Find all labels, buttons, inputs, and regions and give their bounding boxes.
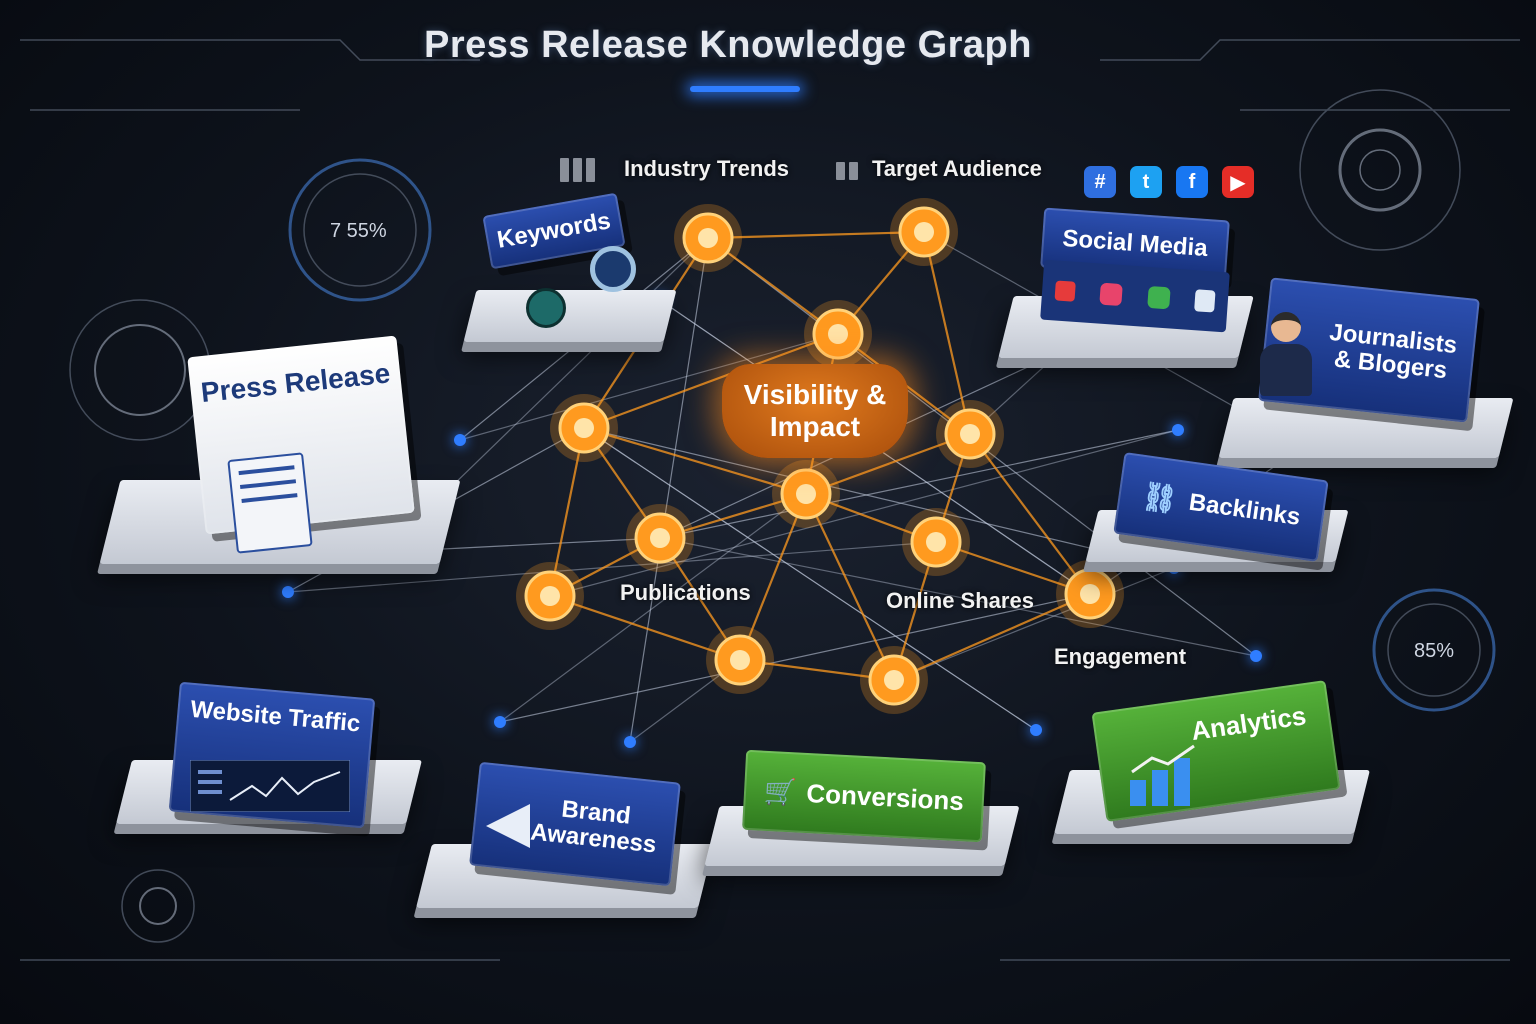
hub-line1: Visibility & — [743, 378, 887, 410]
graph-edge-outer — [893, 567, 1175, 681]
megaphone-icon — [486, 804, 530, 848]
graph-edge-core — [583, 426, 807, 496]
graph-edge-outer — [583, 427, 1037, 731]
conversions-label: Conversions — [805, 777, 965, 816]
graph-edge-core — [805, 493, 895, 681]
backlinks-label: Backlinks — [1187, 488, 1303, 531]
link-icon: ⛓ — [1139, 479, 1180, 516]
graph-edge-outer — [583, 427, 1175, 569]
graph-node-core — [884, 670, 904, 690]
connector-dot — [1250, 650, 1262, 662]
connector-dot — [282, 586, 294, 598]
graph-node-core — [796, 484, 816, 504]
graph-edge-core — [805, 432, 971, 496]
gauge-left-value: 7 55% — [330, 220, 387, 242]
gear-icon — [526, 288, 566, 328]
graph-node-core — [540, 586, 560, 606]
label-engagement: Engagement — [1054, 644, 1187, 669]
graph-edge-core — [893, 592, 1091, 682]
chat-icon — [1146, 285, 1171, 310]
graph-edge-outer — [287, 541, 937, 593]
instagram-icon — [1099, 282, 1124, 307]
label-target-audience: Target Audience — [872, 156, 1042, 181]
graph-node-core — [650, 528, 670, 548]
cart-icon: 🛒 — [763, 775, 798, 808]
label-industry-trends: Industry Trends — [624, 156, 790, 181]
graph-node-core — [914, 222, 934, 242]
graph-edge-core — [707, 230, 925, 240]
graph-edge-outer — [659, 537, 1257, 657]
graph-edge-outer — [499, 493, 807, 723]
social-media-label: Social Media — [1061, 224, 1209, 262]
press-release-label: Press Release — [199, 357, 392, 409]
title-accent-bar — [690, 86, 800, 92]
graph-edge-outer — [459, 333, 839, 441]
graph-edge-core — [548, 427, 586, 597]
twitter-icon[interactable]: t — [1130, 166, 1162, 198]
small-bars-icon — [836, 162, 858, 180]
label-online-shares: Online Shares — [886, 588, 1034, 613]
connector-dot — [1030, 724, 1042, 736]
graph-edge-outer — [659, 429, 1179, 539]
hud-decoration — [20, 39, 1520, 961]
graph-node-core — [698, 228, 718, 248]
graph-edge-core — [969, 433, 1091, 595]
gauge-right-value: 85% — [1414, 640, 1455, 662]
graph-node-core — [926, 532, 946, 552]
brand-line2: Awareness — [529, 818, 658, 859]
social-media-icon-panel — [1040, 259, 1230, 333]
graph-edge-core — [707, 237, 839, 335]
analytics-label: Analytics — [1189, 700, 1308, 747]
graph-node-core — [1080, 584, 1100, 604]
keywords-label: Keywords — [495, 207, 613, 254]
graph-edge-outer — [629, 237, 709, 743]
graph-node-core — [730, 650, 750, 670]
connector-dot — [494, 716, 506, 728]
person-icon — [1258, 312, 1314, 400]
hub-line2: Impact — [769, 411, 861, 442]
connector-dot — [1172, 424, 1184, 436]
traffic-line-chart-icon — [190, 760, 350, 812]
graph-edge-core — [935, 540, 1091, 596]
label-publications: Publications — [620, 580, 751, 605]
graph-node-core — [828, 324, 848, 344]
analytics-bar-chart-icon — [1130, 744, 1195, 806]
visibility-impact-hub[interactable]: Visibility &Impact — [722, 364, 908, 458]
keywords-platform — [463, 290, 677, 342]
connector-dot — [1168, 562, 1180, 574]
magnifier-icon — [590, 246, 636, 292]
document-icon — [227, 452, 313, 554]
graph-edge-core — [583, 332, 839, 430]
graph-edge-core — [738, 493, 808, 661]
conversions-card[interactable]: 🛒 Conversions — [742, 749, 986, 843]
youtube-icon[interactable]: ▶ — [1222, 166, 1254, 198]
graph-edge-core — [739, 658, 895, 682]
hashtag-icon[interactable]: # — [1084, 166, 1116, 198]
graph-edge-core — [549, 594, 741, 662]
facebook-icon[interactable]: f — [1176, 166, 1208, 198]
share-icon — [1194, 289, 1216, 313]
graph-edge-outer — [499, 593, 1091, 723]
graph-node-core — [960, 424, 980, 444]
graph-nodes — [516, 198, 1124, 714]
app-icon-red — [1054, 280, 1076, 302]
connector-dot — [624, 736, 636, 748]
graph-edge-core — [922, 231, 972, 435]
website-traffic-label: Website Traffic — [189, 695, 362, 738]
graph-node-core — [574, 418, 594, 438]
graph-edge-outer — [549, 429, 1179, 597]
page-title: Press Release Knowledge Graph — [424, 24, 1032, 66]
connector-dot — [454, 434, 466, 446]
graph-edge-outer — [583, 427, 1037, 731]
bar-chart-icon — [560, 158, 595, 182]
